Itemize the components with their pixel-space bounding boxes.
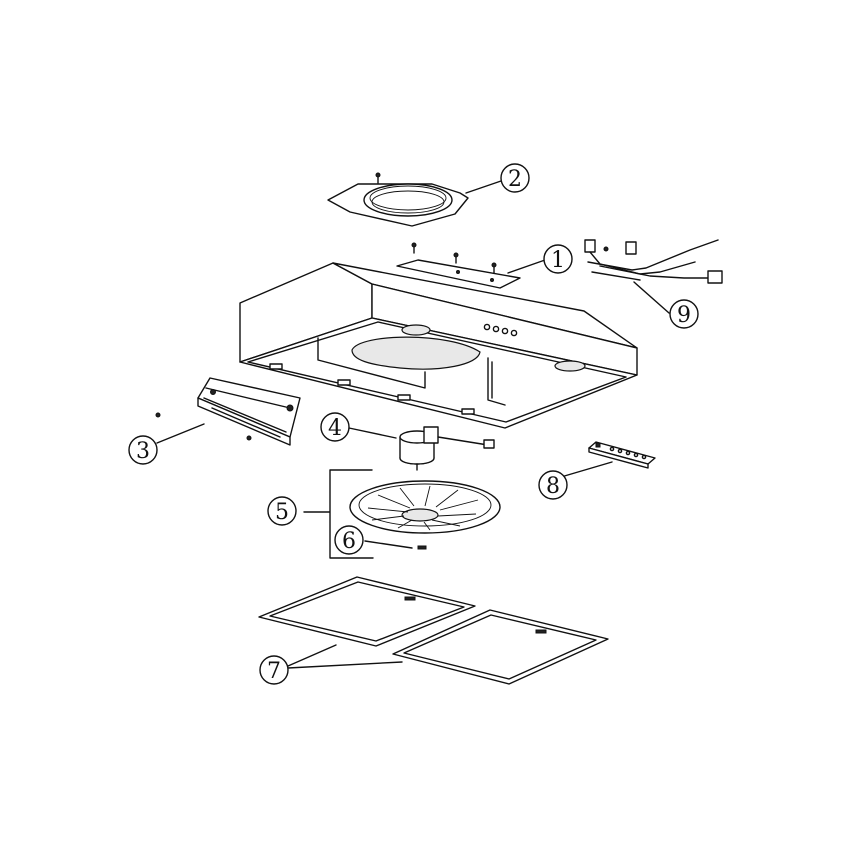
grease-filter-right [392, 609, 609, 685]
duct-collar-plate [327, 172, 469, 227]
callout-8: 8 [538, 470, 568, 500]
callout-6: 6 [334, 525, 364, 555]
callout-7: 7 [259, 655, 289, 685]
control-board [588, 441, 656, 469]
part-5-bracket [303, 469, 374, 559]
callout-5-label: 5 [275, 500, 289, 525]
callout-1: 1 [543, 244, 573, 274]
callout-1-label: 1 [551, 248, 565, 273]
callout-3: 3 [128, 435, 158, 465]
fan-motor [399, 426, 495, 471]
light-housing [155, 377, 301, 446]
callout-7-label: 7 [267, 659, 281, 684]
grease-filter-left [258, 576, 476, 647]
callout-2: 2 [500, 163, 530, 193]
blower-nut [417, 545, 427, 550]
callout-6-label: 6 [342, 529, 356, 554]
callout-5: 5 [267, 496, 297, 526]
callout-3-label: 3 [136, 439, 150, 464]
callout-4-label: 4 [328, 416, 342, 441]
blower-wheel [349, 480, 501, 534]
callout-8-label: 8 [546, 474, 560, 499]
mounting-plate [396, 242, 521, 289]
callout-2-label: 2 [508, 167, 522, 192]
callout-4: 4 [320, 412, 350, 442]
range-hood-body [239, 262, 638, 429]
callout-9-label: 9 [677, 303, 691, 328]
leader-lines [156, 180, 670, 669]
wiring-harness [584, 239, 723, 284]
callout-9: 9 [669, 299, 699, 329]
